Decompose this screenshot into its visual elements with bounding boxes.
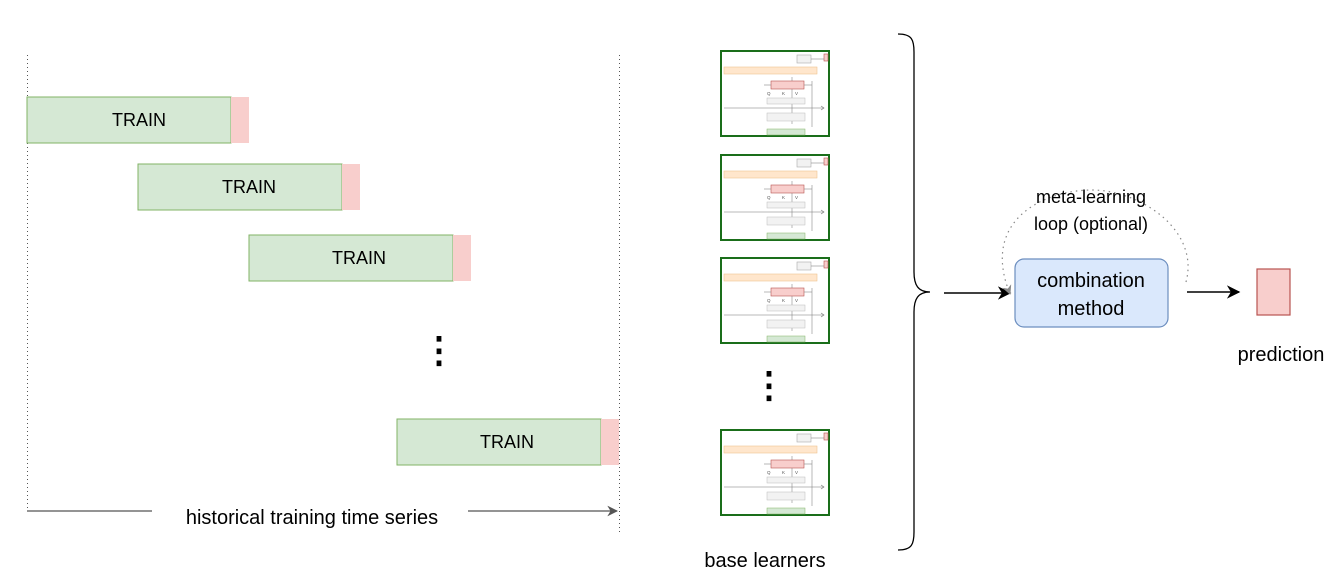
forecast-segment bbox=[342, 164, 360, 210]
timeline-label: historical training time series bbox=[186, 507, 438, 529]
combination-method-box bbox=[1014, 258, 1169, 328]
train-label: TRAIN bbox=[480, 432, 534, 452]
learner-ellipsis: ⋮ bbox=[751, 364, 787, 405]
prediction-label: prediction bbox=[1238, 344, 1325, 366]
meta-learning-label-line2: loop (optional) bbox=[1034, 214, 1148, 234]
prediction-box bbox=[1256, 268, 1291, 316]
forecast-segment bbox=[453, 235, 471, 281]
base-learner-n bbox=[720, 429, 830, 516]
train-label: TRAIN bbox=[332, 248, 386, 268]
train-label: TRAIN bbox=[222, 177, 276, 197]
train-window-4: TRAIN bbox=[396, 418, 619, 466]
train-segment bbox=[137, 163, 343, 211]
base-learner-3 bbox=[720, 257, 830, 344]
forecast-segment bbox=[601, 419, 619, 465]
base-learner-2 bbox=[720, 154, 830, 241]
combination-method-line2: method bbox=[1058, 298, 1125, 320]
train-label: TRAIN bbox=[112, 110, 166, 130]
forecast-segment bbox=[231, 97, 249, 143]
base-learners-label: base learners bbox=[704, 550, 825, 572]
train-segment bbox=[248, 234, 454, 282]
train-window-1: TRAIN bbox=[26, 96, 249, 144]
meta-learning-label-line1: meta-learning bbox=[1036, 187, 1146, 207]
combination-method-line1: combination bbox=[1037, 270, 1145, 292]
train-ellipsis: ⋮ bbox=[421, 329, 457, 370]
train-window-2: TRAIN bbox=[137, 163, 360, 211]
base-learner-1 bbox=[720, 50, 830, 137]
train-window-3: TRAIN bbox=[248, 234, 471, 282]
grouping-brace bbox=[897, 33, 931, 551]
